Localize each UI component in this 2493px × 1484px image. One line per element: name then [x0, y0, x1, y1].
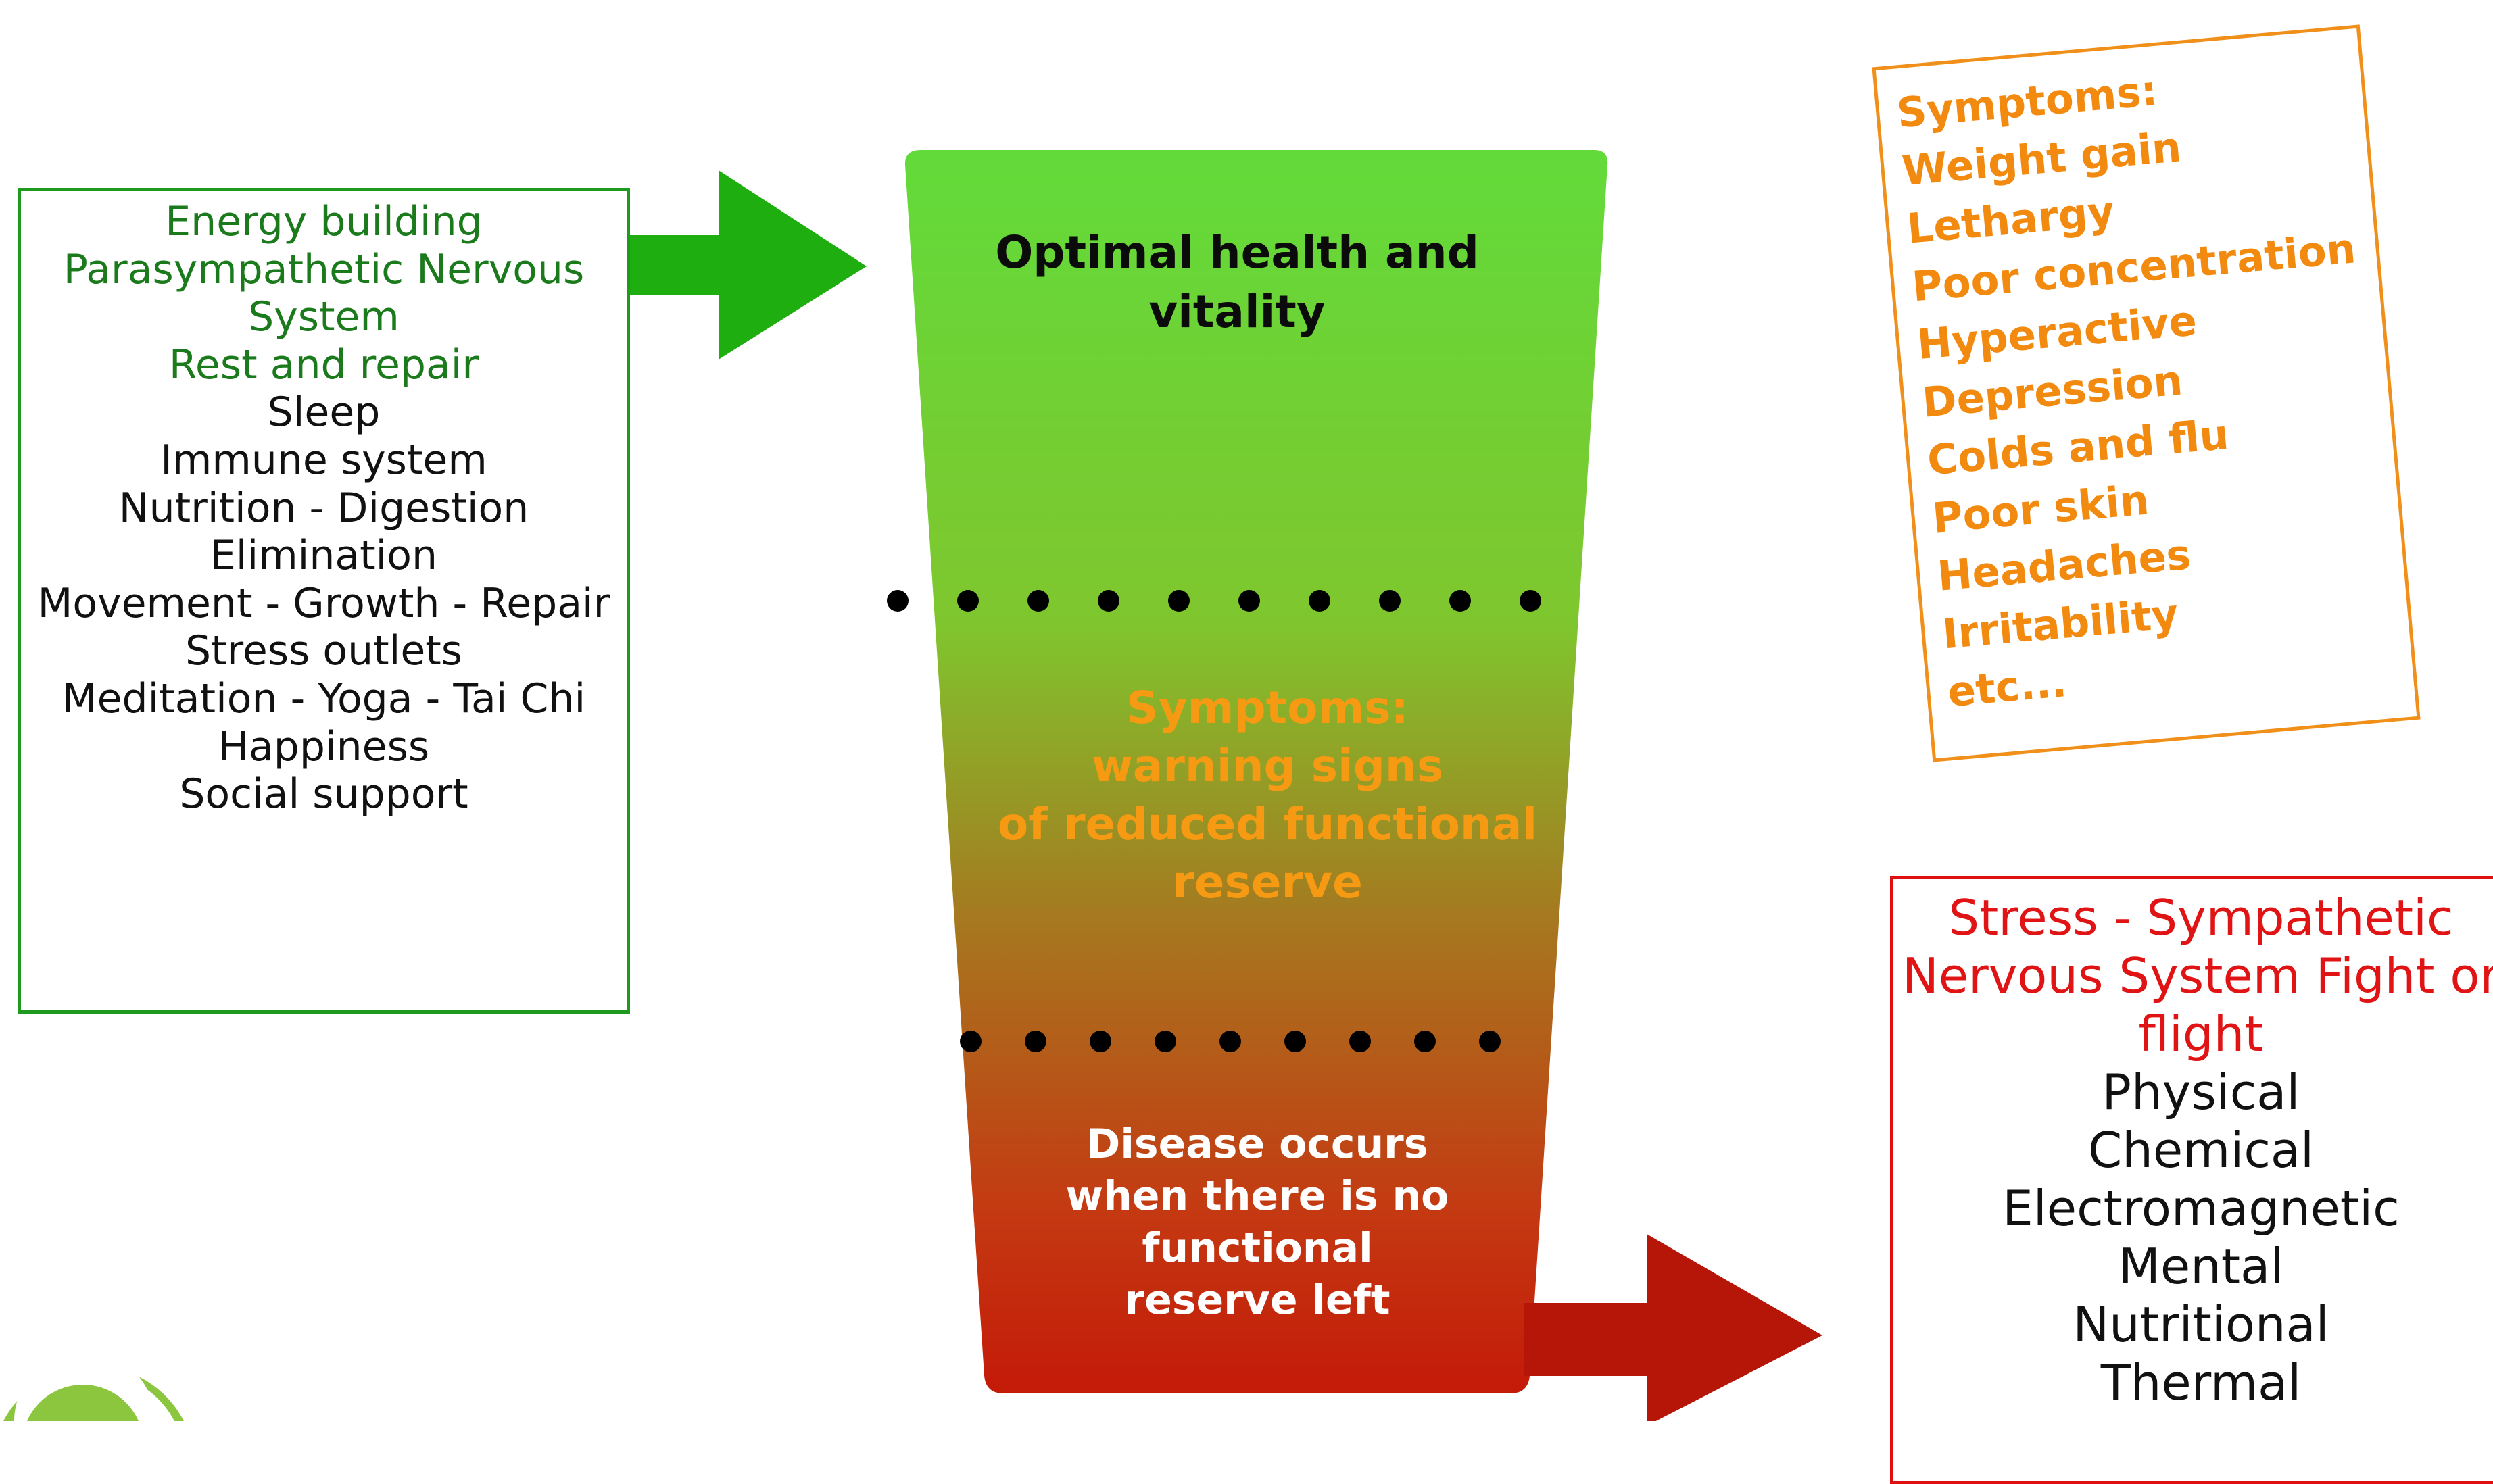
- panel-heading-line: Parasympathetic Nervous: [63, 245, 585, 293]
- panel-list-item: Stress outlets: [185, 627, 463, 675]
- stressor-item: Nutritional: [2073, 1296, 2329, 1353]
- lower-dotted-divider: [960, 1031, 1501, 1052]
- panel-heading-line: Rest and repair: [168, 341, 479, 389]
- panel-heading-line: flight: [2138, 1006, 2264, 1062]
- panel-list-item: Immune system: [160, 436, 487, 484]
- panel-list-item: Movement - Growth - Repair: [37, 579, 610, 627]
- panel-heading-line: System: [248, 293, 400, 341]
- cup-mid-line: Symptoms:: [1126, 682, 1409, 734]
- cup-bottom-line: functional: [1142, 1225, 1373, 1272]
- health-cup: [904, 150, 1608, 1393]
- panel-heading-line: Energy building: [165, 198, 483, 245]
- disease-label: Disease occurs when there is no function…: [1041, 1118, 1474, 1327]
- panel-list-item: Social support: [179, 770, 468, 818]
- stressor-item: Thermal: [2100, 1354, 2302, 1411]
- cup-mid-line: of reduced functional: [997, 798, 1538, 850]
- diagram-canvas: [3, 150, 1822, 1421]
- cup-mid-line: reserve: [1172, 856, 1363, 908]
- panel-heading-line: Nervous System Fight or: [1902, 947, 2493, 1004]
- cup-bottom-line: Disease occurs: [1086, 1120, 1428, 1168]
- panel-list-item: Happiness: [218, 722, 430, 770]
- panel-list-item: Nutrition - Digestion: [118, 484, 529, 532]
- cup-mid-line: warning signs: [1091, 740, 1444, 792]
- stressor-item: Mental: [2118, 1238, 2284, 1295]
- optimal-health-label: Optimal health and vitality: [933, 223, 1541, 342]
- sympathetic-stress-panel: Stress - Sympathetic Nervous System Figh…: [1890, 876, 2493, 1484]
- cup-top-line: Optimal health and: [995, 226, 1479, 278]
- stressor-item: Chemical: [2087, 1122, 2315, 1179]
- stressor-item: Physical: [2102, 1064, 2300, 1120]
- cup-bottom-line: reserve left: [1124, 1277, 1390, 1324]
- green-swirl-logo-icon: [3, 1343, 184, 1421]
- red-arrow-icon: [1524, 1234, 1822, 1421]
- cup-bottom-line: when there is no: [1065, 1172, 1449, 1220]
- panel-heading-line: Stress - Sympathetic: [1948, 889, 2454, 946]
- symptoms-card: Symptoms: Weight gain Lethargy Poor conc…: [1872, 24, 2421, 762]
- cup-top-line: vitality: [1148, 286, 1326, 338]
- upper-dotted-divider: [887, 590, 1541, 612]
- panel-list-item: Meditation - Yoga - Tai Chi: [62, 674, 586, 722]
- stressor-item: Electromagnetic: [2002, 1180, 2400, 1237]
- warning-signs-label: Symptoms: warning signs of reduced funct…: [973, 679, 1562, 912]
- panel-list-item: Sleep: [267, 389, 381, 437]
- parasympathetic-panel: Energy building Parasympathetic Nervous …: [18, 188, 630, 1014]
- green-arrow-icon: [629, 170, 867, 360]
- panel-list-item: Elimination: [210, 532, 438, 580]
